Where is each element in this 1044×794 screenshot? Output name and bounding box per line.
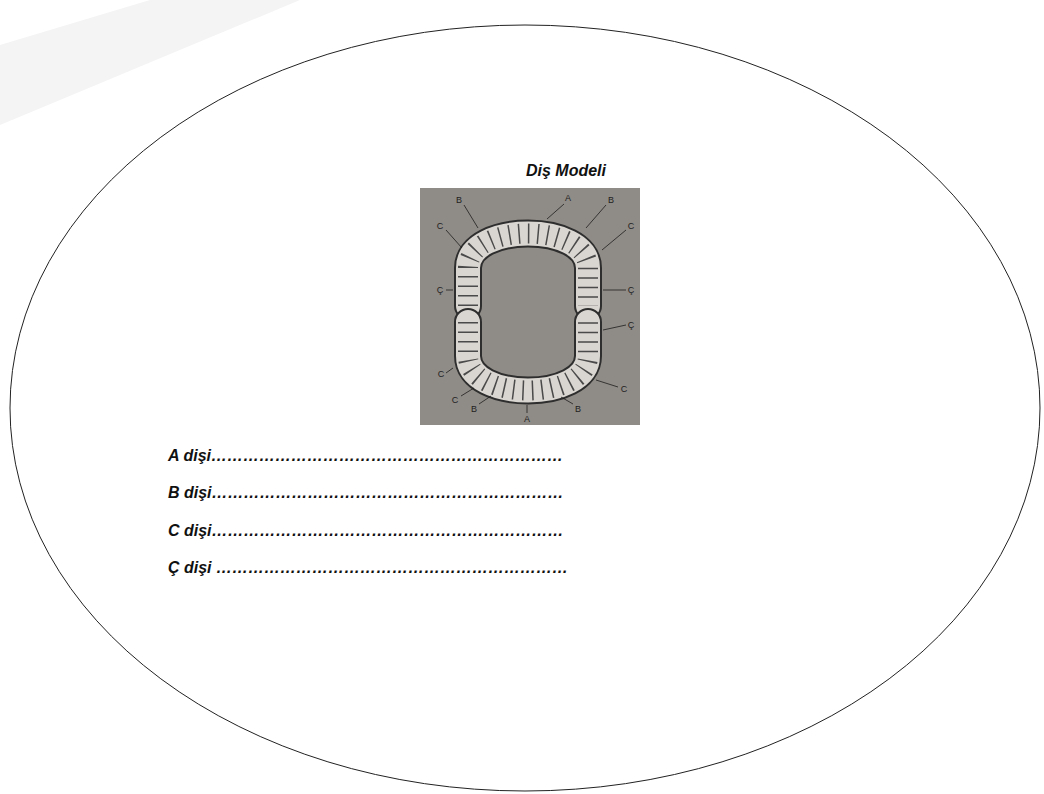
tooth-label: A: [524, 414, 530, 424]
tooth-label: C: [437, 221, 444, 231]
tooth-label: Ç: [628, 285, 635, 295]
tooth-label: Ç: [628, 320, 635, 330]
tooth-label: C: [438, 369, 445, 379]
diagram-title: Diş Modeli: [526, 162, 606, 180]
leader-lines: [446, 204, 626, 413]
tooth-label: A: [565, 193, 571, 203]
tooth-label: C: [628, 221, 635, 231]
lower-dental-arch: [468, 322, 588, 391]
answer-line: Ç dişi …………………………………………………………: [168, 559, 568, 577]
answer-line: A dişi…………………………………………………………: [168, 447, 563, 465]
tooth-label: B: [608, 195, 614, 205]
tooth-label: B: [456, 195, 462, 205]
frame-ellipse: [10, 25, 1040, 791]
answer-line: B dişi…………………………………………………………: [168, 484, 564, 502]
tooth-label: Ç: [437, 285, 444, 295]
tooth-label: C: [452, 395, 459, 405]
answer-line: C dişi…………………………………………………………: [168, 522, 564, 540]
tooth-label: C: [621, 384, 628, 394]
watermark-band: [0, 0, 300, 125]
tooth-label: B: [471, 404, 477, 414]
upper-dental-arch: [468, 234, 588, 307]
dental-photo: [420, 188, 640, 425]
tooth-label: B: [575, 404, 581, 414]
